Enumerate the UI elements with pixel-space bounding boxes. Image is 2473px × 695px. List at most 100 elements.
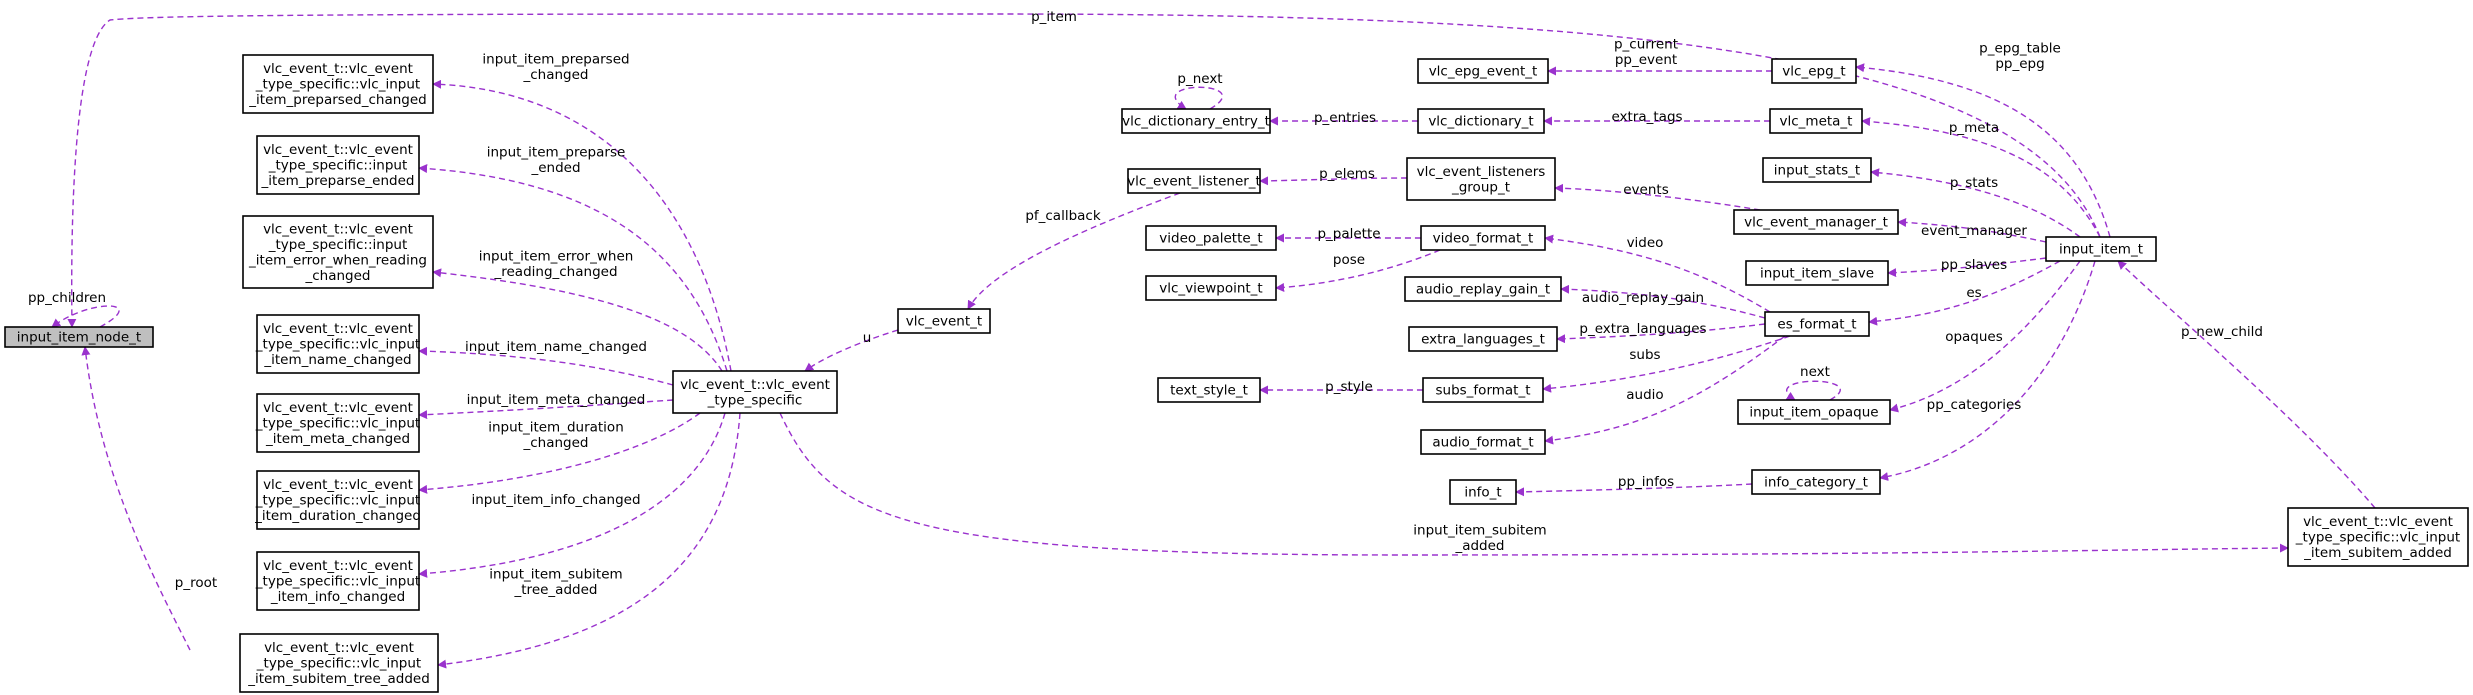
node-label: vlc_dictionary_t (1428, 114, 1533, 130)
node-info-category-t[interactable]: info_category_t (1751, 469, 1881, 495)
node-label-line: vlc_event_t::vlc_event (2303, 514, 2453, 530)
node-audio-format-t[interactable]: audio_format_t (1420, 429, 1546, 455)
node-vlc-epg-event-t[interactable]: vlc_epg_event_t (1417, 58, 1549, 84)
node-label-line: _type_specific::input (268, 158, 408, 174)
edge-label-line: input_item_info_changed (471, 492, 640, 508)
node-audio-replay-gain-t[interactable]: audio_replay_gain_t (1404, 276, 1562, 302)
node-label: vlc_event_listener_t (1127, 174, 1261, 190)
edge-p-epg-table (1855, 63, 2111, 238)
node-label: vlc_event_manager_t (1744, 215, 1888, 231)
edge-label-line: input_item_meta_changed (467, 392, 646, 408)
node-es-format-t[interactable]: es_format_t (1764, 311, 1870, 337)
edge-label-line: input_item_preparsed (482, 51, 629, 67)
node-label: vlc_event_t::vlc_event_type_specific::vl… (247, 640, 430, 687)
node-box (256, 551, 420, 611)
node-box (1417, 58, 1549, 84)
node-label-line: vlc_event_listener_t (1127, 174, 1261, 190)
edge-pp-categories (1879, 260, 2096, 481)
node-label-line: _type_specific::vlc_input (255, 416, 420, 432)
node-error-when-reading[interactable]: vlc_event_t::vlc_event_type_specific::in… (242, 215, 434, 289)
edge-label-line: input_item_preparse (487, 144, 626, 160)
edge-p-item (67, 13, 2101, 328)
node-preparsed-changed[interactable]: vlc_event_t::vlc_event_type_specific::vl… (242, 54, 434, 114)
node-name-changed[interactable]: vlc_event_t::vlc_event_type_specific::vl… (255, 314, 420, 374)
node-extra-languages-t[interactable]: extra_languages_t (1408, 326, 1558, 352)
node-type-specific[interactable]: vlc_event_t::vlc_event_type_specific (672, 370, 838, 414)
node-label: vlc_event_t::vlc_event_type_specific::vl… (255, 400, 420, 447)
node-label: vlc_viewpoint_t (1159, 281, 1262, 297)
edge-label-error-when-reading: input_item_error_when_reading_changed (479, 248, 634, 280)
node-subitem-tree-added[interactable]: vlc_event_t::vlc_event_type_specific::vl… (239, 633, 439, 693)
edge-event-manager (1897, 217, 2047, 243)
node-label: vlc_event_t::vlc_event_type_specific (680, 377, 830, 409)
node-box (1733, 209, 1899, 235)
node-box (4, 326, 154, 348)
edge-label-line: _changed (522, 435, 588, 451)
edge-error-when-reading (432, 268, 723, 372)
node-label-line: _type_specific::vlc_input (255, 77, 420, 93)
node-duration-changed[interactable]: vlc_event_t::vlc_event_type_specific::vl… (254, 470, 421, 530)
node-subitem-added[interactable]: vlc_event_t::vlc_event_type_specific::vl… (2287, 507, 2469, 567)
edge-label-line: _added (1454, 538, 1504, 554)
edge-label-line: p_extra_languages (1579, 321, 1706, 337)
node-input-item-node-t[interactable]: input_item_node_t (4, 326, 154, 348)
node-label: vlc_event_t::vlc_event_type_specific::vl… (248, 61, 426, 108)
node-subs-format-t[interactable]: subs_format_t (1422, 377, 1544, 403)
node-box (1127, 168, 1261, 194)
edge-label-line: audio_replay_gain (1582, 290, 1704, 306)
node-box (1420, 429, 1546, 455)
node-box (256, 470, 420, 530)
edge-label-line: input_item_duration (488, 419, 624, 435)
node-box (897, 308, 991, 334)
node-text-style-t[interactable]: text_style_t (1157, 377, 1261, 403)
node-label: input_stats_t (1774, 163, 1860, 179)
node-video-format-t[interactable]: video_format_t (1420, 225, 1546, 251)
node-label-line: audio_replay_gain_t (1416, 282, 1550, 298)
edge-label-events: events (1623, 182, 1668, 198)
edge-video (1544, 234, 1771, 313)
node-vlc-dictionary-t[interactable]: vlc_dictionary_t (1417, 108, 1545, 134)
edge-label-info-changed: input_item_info_changed (471, 492, 640, 508)
node-info-changed[interactable]: vlc_event_t::vlc_event_type_specific::vl… (255, 551, 420, 611)
node-label-line: input_item_slave (1760, 266, 1874, 282)
node-vlc-epg-t[interactable]: vlc_epg_t (1771, 58, 1857, 84)
node-label-line: _type_specific::vlc_input (255, 574, 420, 590)
node-input-item-opaque[interactable]: input_item_opaque (1737, 399, 1891, 425)
edge-label-p-meta: p_meta (1949, 120, 1999, 136)
node-label-line: vlc_event_t::vlc_event (263, 558, 413, 574)
edge-label-subitem-added: input_item_subitem_added (1413, 522, 1546, 554)
node-meta-changed[interactable]: vlc_event_t::vlc_event_type_specific::vl… (255, 393, 420, 453)
edge-audio-replay-gain (1560, 284, 1766, 319)
node-label-line: subs_format_t (1435, 383, 1530, 399)
node-label: extra_languages_t (1421, 332, 1545, 348)
edge-label-line: p_stats (1950, 175, 1998, 191)
node-vlc-meta-t[interactable]: vlc_meta_t (1769, 108, 1863, 134)
node-video-palette-t[interactable]: video_palette_t (1145, 225, 1277, 251)
edge-preparsed-changed (432, 79, 732, 372)
node-vlc-event-listener-t[interactable]: vlc_event_listener_t (1127, 168, 1261, 194)
edge-label-line: p_new_child (2181, 324, 2263, 340)
node-label-line: _type_specific (707, 392, 803, 408)
edge-label-line: p_style (1325, 379, 1373, 395)
node-label-line: info_t (1464, 485, 1501, 501)
node-label: input_item_opaque (1749, 405, 1878, 421)
edge-label-line: p_next (1177, 71, 1222, 87)
node-input-stats-t[interactable]: input_stats_t (1762, 157, 1872, 183)
node-box (256, 314, 420, 374)
node-input-item-t[interactable]: input_item_t (2045, 236, 2157, 262)
node-input-item-slave[interactable]: input_item_slave (1745, 260, 1889, 286)
node-vlc-event-listeners-group-t[interactable]: vlc_event_listeners_group_t (1406, 157, 1556, 201)
node-label-line: video_format_t (1433, 231, 1534, 247)
edge-label-line: pp_epg (1995, 56, 2044, 72)
edge-label-line: pp_categories (1927, 397, 2022, 413)
node-label: input_item_t (2059, 242, 2143, 258)
node-label-line: vlc_viewpoint_t (1159, 281, 1262, 297)
node-info-t[interactable]: info_t (1449, 479, 1517, 505)
node-preparse-ended[interactable]: vlc_event_t::vlc_event_type_specific::in… (256, 135, 420, 195)
node-vlc-dictionary-entry-t[interactable]: vlc_dictionary_entry_t (1121, 108, 1271, 134)
node-vlc-event-manager-t[interactable]: vlc_event_manager_t (1733, 209, 1899, 235)
node-box (1417, 108, 1545, 134)
node-vlc-event-t[interactable]: vlc_event_t (897, 308, 991, 334)
node-vlc-viewpoint-t[interactable]: vlc_viewpoint_t (1145, 275, 1277, 301)
